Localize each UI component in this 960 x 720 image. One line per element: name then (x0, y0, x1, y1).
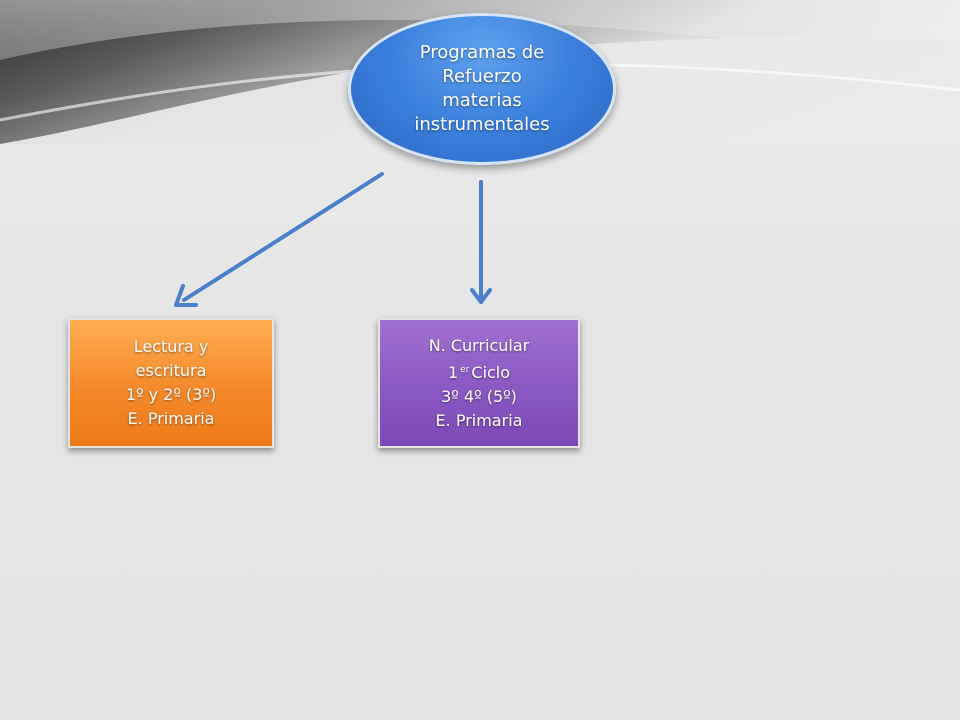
arrow-to-curricular (470, 180, 492, 304)
lectura-line: Lectura y (133, 337, 209, 356)
node-lectura-escritura: Lectura y escritura 1º y 2º (3º) E. Prim… (68, 318, 274, 448)
ciclo-number: 1 (447, 362, 459, 382)
root-node-line: materias (442, 90, 522, 111)
curricular-line: 3º 4º (5º) (441, 386, 517, 406)
root-node-line: Refuerzo (442, 66, 522, 87)
curricular-line: E. Primaria (435, 410, 523, 430)
lectura-line: escritura (135, 361, 207, 380)
arrow-to-lectura (174, 172, 384, 307)
root-node-line: instrumentales (414, 114, 550, 135)
root-node-programas-refuerzo: Programas de Refuerzo materias instrumen… (348, 13, 616, 165)
curricular-line: N. Curricular (428, 335, 530, 355)
lectura-line: E. Primaria (127, 409, 215, 428)
root-node-line: Programas de (419, 42, 545, 63)
ciclo-superscript: er (460, 364, 470, 375)
ciclo-word: Ciclo (471, 362, 511, 382)
lectura-line: 1º y 2º (3º) (125, 385, 217, 404)
